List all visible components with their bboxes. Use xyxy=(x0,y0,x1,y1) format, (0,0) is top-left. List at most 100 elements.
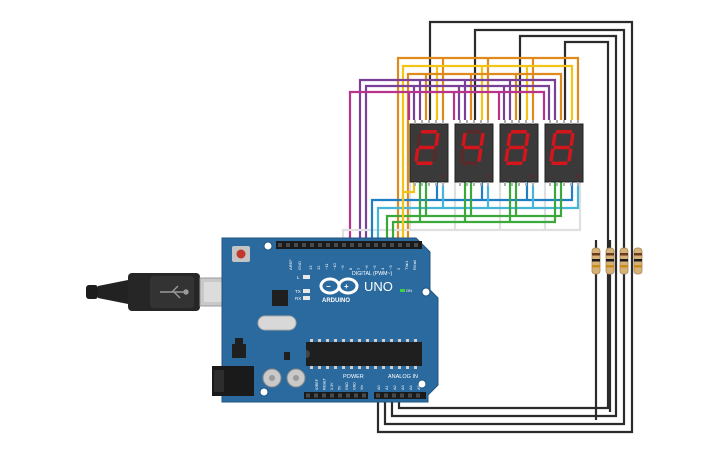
reset-button-cap[interactable] xyxy=(236,249,246,259)
header-pin xyxy=(278,243,282,247)
segment-a xyxy=(420,130,438,134)
display-pin xyxy=(570,120,572,124)
display-pin xyxy=(473,182,475,186)
display-pin xyxy=(563,182,565,186)
analog-pin-label: A4 xyxy=(409,385,413,390)
display-pin xyxy=(504,120,506,124)
wire-green-bottom-2 xyxy=(391,182,557,245)
analog-pin-label: A0 xyxy=(377,385,381,390)
wire-black-2 xyxy=(383,28,626,426)
bottom-wires xyxy=(341,182,582,245)
wire-magenta-top xyxy=(348,90,546,245)
segment-e xyxy=(549,148,555,162)
small-component xyxy=(284,352,290,360)
header-pin xyxy=(334,243,338,247)
display-pin xyxy=(577,120,579,124)
decimal-point xyxy=(486,174,490,178)
header-pin xyxy=(362,393,366,398)
mounting-hole xyxy=(263,241,273,251)
segment-c xyxy=(567,148,573,162)
led-l-label: L xyxy=(297,275,300,280)
wire-orange-top xyxy=(396,56,580,245)
arduino-logo-plus: + xyxy=(344,282,349,291)
digital-pin-label: ~10 xyxy=(332,262,337,270)
wire-orange-top-2 xyxy=(406,72,563,245)
digital-pin-label: RX◂0 xyxy=(412,259,417,270)
voltage-regulator xyxy=(232,344,246,358)
segment-b xyxy=(569,133,575,146)
led-rx xyxy=(303,296,310,300)
segment-c xyxy=(432,148,438,162)
wire-black-1 xyxy=(376,20,634,434)
digital-pin-label: 4 xyxy=(380,267,385,270)
display-pin xyxy=(532,120,534,124)
segment-d xyxy=(551,161,568,165)
display-pin xyxy=(504,182,506,186)
segment-f xyxy=(461,133,467,146)
segment-g xyxy=(418,145,435,150)
wire-purple-top xyxy=(358,78,557,245)
power-pin-label: Vin xyxy=(360,385,364,390)
wire-cyan-bottom xyxy=(376,182,580,245)
atmega-chip-pins xyxy=(310,339,417,369)
decimal-point xyxy=(531,174,535,178)
display-pin xyxy=(428,120,430,124)
header-pin xyxy=(310,243,314,247)
digital-pin-label: ~5 xyxy=(372,265,377,270)
segment-g xyxy=(553,145,570,150)
display-pin xyxy=(511,120,513,124)
mounting-hole xyxy=(259,387,269,397)
usb-icon xyxy=(160,285,189,299)
analog-pin-label: A1 xyxy=(385,385,389,390)
display-pin xyxy=(421,182,423,186)
display-pin xyxy=(442,120,444,124)
segment-f xyxy=(416,133,422,146)
digital-pin-label: ~9 xyxy=(340,265,345,270)
segment-e xyxy=(504,148,510,162)
segment-e xyxy=(459,148,465,162)
header-pin xyxy=(406,243,410,247)
display-pin xyxy=(480,182,482,186)
power-pin-label: 3.3V xyxy=(330,382,334,390)
header-pin xyxy=(302,243,306,247)
header-pin xyxy=(338,393,342,398)
display-pin xyxy=(487,120,489,124)
header-pin xyxy=(414,243,418,247)
header-pin xyxy=(314,393,318,398)
segment-a xyxy=(510,130,528,134)
aref-label: AREF xyxy=(288,259,293,270)
bottom-header-pins xyxy=(306,393,420,398)
display-pin xyxy=(480,120,482,124)
header-pin xyxy=(294,243,298,247)
header-pin xyxy=(400,393,404,398)
display-pin xyxy=(435,120,437,124)
display-pin xyxy=(442,182,444,186)
digital-pin-label: 2 xyxy=(396,267,401,270)
digital-header-pins xyxy=(278,243,418,247)
power-pin-label: GND xyxy=(353,382,357,390)
wire-white-bottom xyxy=(341,182,582,245)
display-pin xyxy=(570,182,572,186)
display-pin xyxy=(549,182,551,186)
header-pin xyxy=(390,243,394,247)
gnd-label: GND xyxy=(297,261,302,270)
display-pin xyxy=(466,120,468,124)
segment-d xyxy=(416,161,433,165)
display-pin xyxy=(466,182,468,186)
segment-b xyxy=(524,133,530,146)
power-pin-label: GND xyxy=(345,382,349,390)
display-1 xyxy=(409,120,449,186)
power-header xyxy=(304,392,368,399)
display-pin xyxy=(556,120,558,124)
wire-green-bottom xyxy=(385,182,563,245)
header-pin xyxy=(354,393,358,398)
segment-g xyxy=(463,145,480,150)
wire-purple-top-2 xyxy=(364,84,551,245)
header-pin xyxy=(408,393,412,398)
wire-black-3 xyxy=(390,34,618,418)
seven-segment-displays xyxy=(409,120,584,186)
digital-pin-label: ~11 xyxy=(324,263,329,270)
led-tx xyxy=(303,289,310,293)
